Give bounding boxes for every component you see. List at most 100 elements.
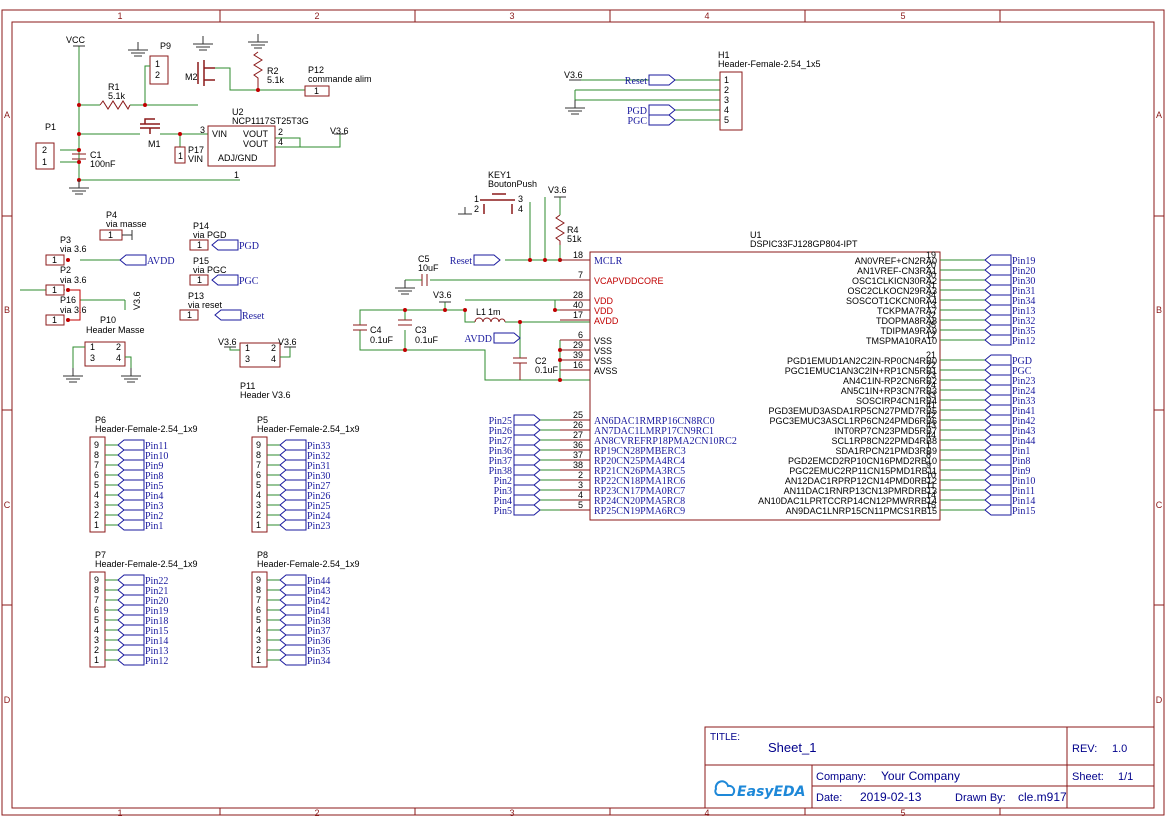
header-pin-number: 9 <box>94 440 99 450</box>
p11-pin2: 2 <box>271 343 276 353</box>
frame-row-left: B <box>4 305 10 315</box>
u1-pin-number: 40 <box>573 300 583 310</box>
u1-pin-name: RP20CN25PMA4RC4 <box>594 456 685 467</box>
header-net-label-flag <box>117 479 145 491</box>
u1-net-label: Pin13 <box>1012 306 1035 317</box>
company-label: Company: <box>816 771 866 783</box>
u1-net-label-flag <box>984 504 1012 516</box>
u1-pin-name: RP19CN28PMBERC3 <box>594 446 686 457</box>
header-net-label: Pin22 <box>145 576 168 587</box>
header-net-label-flag <box>117 634 145 646</box>
u1-net-label-flag <box>984 264 1012 276</box>
sheet-label: Sheet: <box>1072 771 1104 783</box>
u1-net-label-flag <box>513 504 541 516</box>
u1-pin-name: RP24CN20PMA5RC8 <box>594 496 685 507</box>
frame-col-bottom: 1 <box>117 808 122 818</box>
header-net-label: Pin38 <box>307 616 330 627</box>
u1-pin-name: TMSPMA10RA10 <box>866 336 937 346</box>
u1-pin-number: 37 <box>573 450 583 460</box>
u2-pin-vout1: VOUT <box>243 129 269 139</box>
p13-pin: 1 <box>187 310 192 320</box>
rev-label: REV: <box>1072 743 1097 755</box>
r2-value: 5.1k <box>267 75 285 85</box>
key1-v36-label: V3.6 <box>548 185 567 195</box>
u1-net-label: Pin14 <box>1012 496 1035 507</box>
header-net-label-flag <box>117 594 145 606</box>
frame-col-bottom: 3 <box>509 808 514 818</box>
u1-net-label: Pin44 <box>1012 436 1035 447</box>
c1-capacitor <box>72 153 86 160</box>
u1-pin-name: AN12DAC1RPRP12CN14PMD0RB12 <box>785 476 937 486</box>
p17-value: VIN <box>188 154 203 164</box>
p4-gnd-symbol <box>122 230 133 240</box>
u1-pin-name: PGD2EMCD2RP10CN16PMD2RB10 <box>788 456 937 466</box>
r4-resistor <box>555 214 565 245</box>
p13-net: Reset <box>242 311 264 322</box>
avdd-net-p3: AVDD <box>147 256 175 267</box>
header-pin-number: 8 <box>94 450 99 460</box>
u1-pin-name: SDA1RPCN21PMD3RB9 <box>835 446 937 456</box>
p13-ref: P13 <box>188 291 204 301</box>
p17-ref: P17 <box>188 145 204 155</box>
u1-net-label-flag <box>513 484 541 496</box>
r1-ref: R1 <box>108 82 120 92</box>
header-pin-number: 1 <box>94 655 99 665</box>
p10-gnd-left <box>63 368 83 383</box>
u1-net-label-flag <box>984 444 1012 456</box>
p15-value: via PGC <box>193 265 227 275</box>
u1-pin-number: 24 <box>926 380 936 390</box>
u2-value: NCP1117ST25T3G <box>232 116 309 126</box>
header-net-label-flag <box>279 479 307 491</box>
r2-gnd-symbol <box>248 34 268 49</box>
header-pin-number: 5 <box>256 480 261 490</box>
header-net-label-flag <box>279 584 307 596</box>
header-net-label: Pin1 <box>145 521 163 532</box>
u1-pin-name: AVDD <box>594 316 619 326</box>
header-value: Header-Female-2.54_1x9 <box>257 424 360 434</box>
header-value: Header-Female-2.54_1x9 <box>257 559 360 569</box>
header-pin-number: 5 <box>94 480 99 490</box>
u1-pin-name: AN4C1IN-RP2CN6RB2 <box>843 376 937 386</box>
header-pin-number: 5 <box>256 615 261 625</box>
u1-net-label-flag <box>984 494 1012 506</box>
cloud-icon <box>714 780 736 796</box>
u1-net-label-flag <box>984 404 1012 416</box>
header-net-label-flag <box>117 654 145 666</box>
header-pin-number: 2 <box>256 510 261 520</box>
junction-dot <box>178 132 182 136</box>
header-net-label: Pin9 <box>145 461 163 472</box>
p10-pin1: 1 <box>90 342 95 352</box>
u1-pin-name: RP25CN19PMA6RC9 <box>594 506 685 517</box>
c4-value: 0.1uF <box>370 335 394 345</box>
header-net-label-flag <box>117 469 145 481</box>
u1-net-label-flag <box>984 464 1012 476</box>
header-net-label: Pin26 <box>307 491 330 502</box>
u1-pin-number: 38 <box>573 460 583 470</box>
p11-left-net: V3.6 <box>218 337 237 347</box>
frame-row-left: A <box>4 110 10 120</box>
c3-value: 0.1uF <box>415 335 439 345</box>
p10-body <box>84 341 126 367</box>
junction-dot <box>403 348 407 352</box>
h1-reset-net-flag <box>648 74 676 86</box>
u1-net-label-flag <box>984 424 1012 436</box>
u1-net-label-flag <box>984 454 1012 466</box>
c5-gnd-symbol <box>395 280 415 295</box>
u1-reset-net-flag <box>473 254 501 266</box>
p15-net-flag <box>211 274 239 286</box>
key1-pin4: 4 <box>518 204 523 214</box>
u1-pin-name: AN5C1IN+RP3CN7RB3 <box>841 386 937 396</box>
vcc-label: VCC <box>66 35 86 45</box>
u1-net-label-flag <box>984 324 1012 336</box>
header-net-label-flag <box>117 584 145 596</box>
u1-net-label: Pin4 <box>494 496 512 507</box>
